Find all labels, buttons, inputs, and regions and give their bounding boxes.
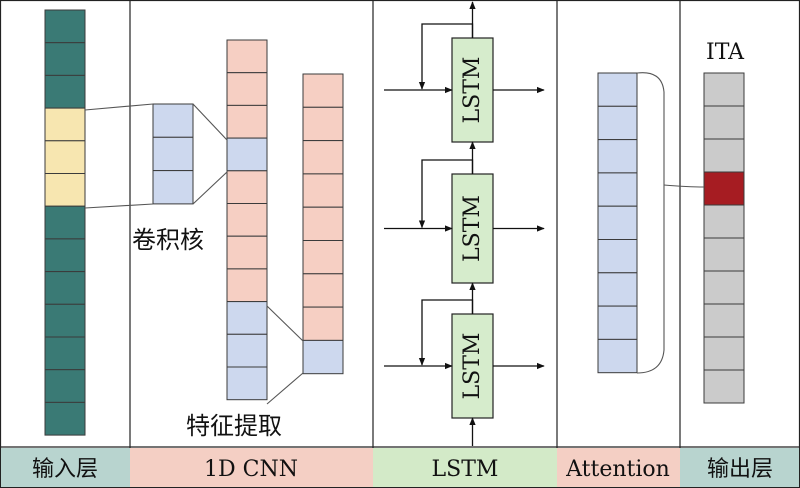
attention-cell	[597, 205, 638, 240]
connector-cnn1-to-cnn2-bottom	[266, 372, 304, 405]
output-cell	[703, 105, 745, 140]
footer-bg-input	[1, 448, 130, 487]
attention-cell	[597, 139, 638, 174]
cnn2-cell	[302, 173, 344, 208]
input-cell	[44, 238, 86, 273]
cnn1-cell	[226, 39, 268, 74]
cnn1-cell	[226, 137, 268, 172]
connectors	[84, 72, 705, 405]
input-cell	[44, 140, 86, 175]
attention-to-output-connector	[663, 184, 705, 188]
cnn1-cell	[226, 235, 268, 270]
cnn2-cell	[302, 73, 344, 108]
footer-bg-attention	[557, 448, 680, 487]
cnn2-cell	[302, 339, 344, 375]
footer-label-input: 输入层	[32, 457, 98, 482]
lstm-cell-label: LSTM	[460, 57, 485, 124]
lstm-cell-label: LSTM	[460, 195, 485, 262]
cnn2-cell	[302, 273, 344, 308]
footer-bg-output	[680, 448, 799, 487]
output-cell	[703, 204, 745, 239]
attention-cell	[597, 105, 638, 141]
input-cell	[44, 303, 86, 338]
output-cell	[703, 336, 745, 371]
feature-extraction-annotation: 特征提取	[186, 412, 282, 440]
cnn1-cell	[226, 170, 268, 205]
output-cell	[703, 237, 745, 272]
attention-cell	[597, 72, 638, 107]
output-cell	[703, 138, 745, 173]
connector-kernel-to-cnn-top	[192, 103, 228, 141]
output-cell	[703, 72, 745, 107]
kernel-cell	[152, 170, 194, 205]
connector-cnn1-to-cnn2-top	[266, 305, 304, 342]
connector-kernel-to-cnn-bottom	[192, 171, 228, 205]
cnn1-cell	[226, 301, 268, 335]
input-cell	[44, 401, 86, 436]
cnn2-cell	[302, 106, 344, 142]
attention-weights-column	[597, 72, 638, 374]
cnn2-cell	[302, 206, 344, 241]
cnn1-cell	[226, 333, 268, 368]
cnn1-cell	[226, 72, 268, 106]
attention-cell	[597, 305, 638, 340]
output-cell	[703, 369, 745, 404]
output-cell	[703, 303, 745, 338]
connector-input-to-kernel-bottom	[84, 203, 154, 209]
cnn1-cell	[226, 268, 268, 303]
input-cell	[44, 271, 86, 305]
cnn2-cell	[302, 240, 344, 275]
output-column	[703, 72, 745, 404]
output-cell	[703, 270, 745, 305]
cnn1-cell	[226, 203, 268, 237]
footer-bg-lstm	[373, 448, 557, 487]
kernel-cell	[152, 136, 194, 172]
input-cell	[44, 205, 86, 240]
kernel-annotation: 卷积核	[132, 226, 204, 254]
cnn2-cell	[302, 306, 344, 341]
input-cell	[44, 9, 86, 44]
lstm-stack: LSTM LSTM LSTM	[384, 1, 545, 446]
input-cell	[44, 107, 86, 142]
attention-cell	[597, 239, 638, 274]
footer-label-cnn: 1D CNN	[204, 457, 298, 482]
output-cell	[703, 171, 745, 206]
input-cell	[44, 336, 86, 371]
footer-bg-cnn	[130, 448, 373, 487]
footer-label-output: 输出层	[707, 457, 773, 482]
input-sequence-column	[44, 9, 86, 436]
attention-cell	[597, 338, 638, 374]
input-cell	[44, 173, 86, 207]
cnn1-cell	[226, 104, 268, 139]
cnn1-cell	[226, 366, 268, 401]
footer-label-lstm: LSTM	[432, 457, 499, 482]
cnn-feature-column-1	[226, 39, 268, 401]
footer-label-attention: Attention	[565, 457, 670, 482]
footer-labels: 输入层 1D CNN LSTM Attention 输出层	[1, 448, 799, 487]
attention-cell	[597, 172, 638, 207]
connector-input-to-kernel-top	[84, 103, 154, 111]
ita-annotation: ITA	[706, 40, 745, 65]
cnn2-cell	[302, 140, 344, 175]
convolution-kernel-column	[152, 103, 194, 205]
kernel-cell	[152, 103, 194, 138]
input-cell	[44, 369, 86, 403]
lstm-cell-label: LSTM	[460, 333, 485, 400]
attention-cell	[597, 272, 638, 307]
attention-bracket	[636, 72, 665, 374]
cnn-feature-column-2	[302, 73, 344, 375]
input-cell	[44, 42, 86, 76]
input-cell	[44, 74, 86, 109]
